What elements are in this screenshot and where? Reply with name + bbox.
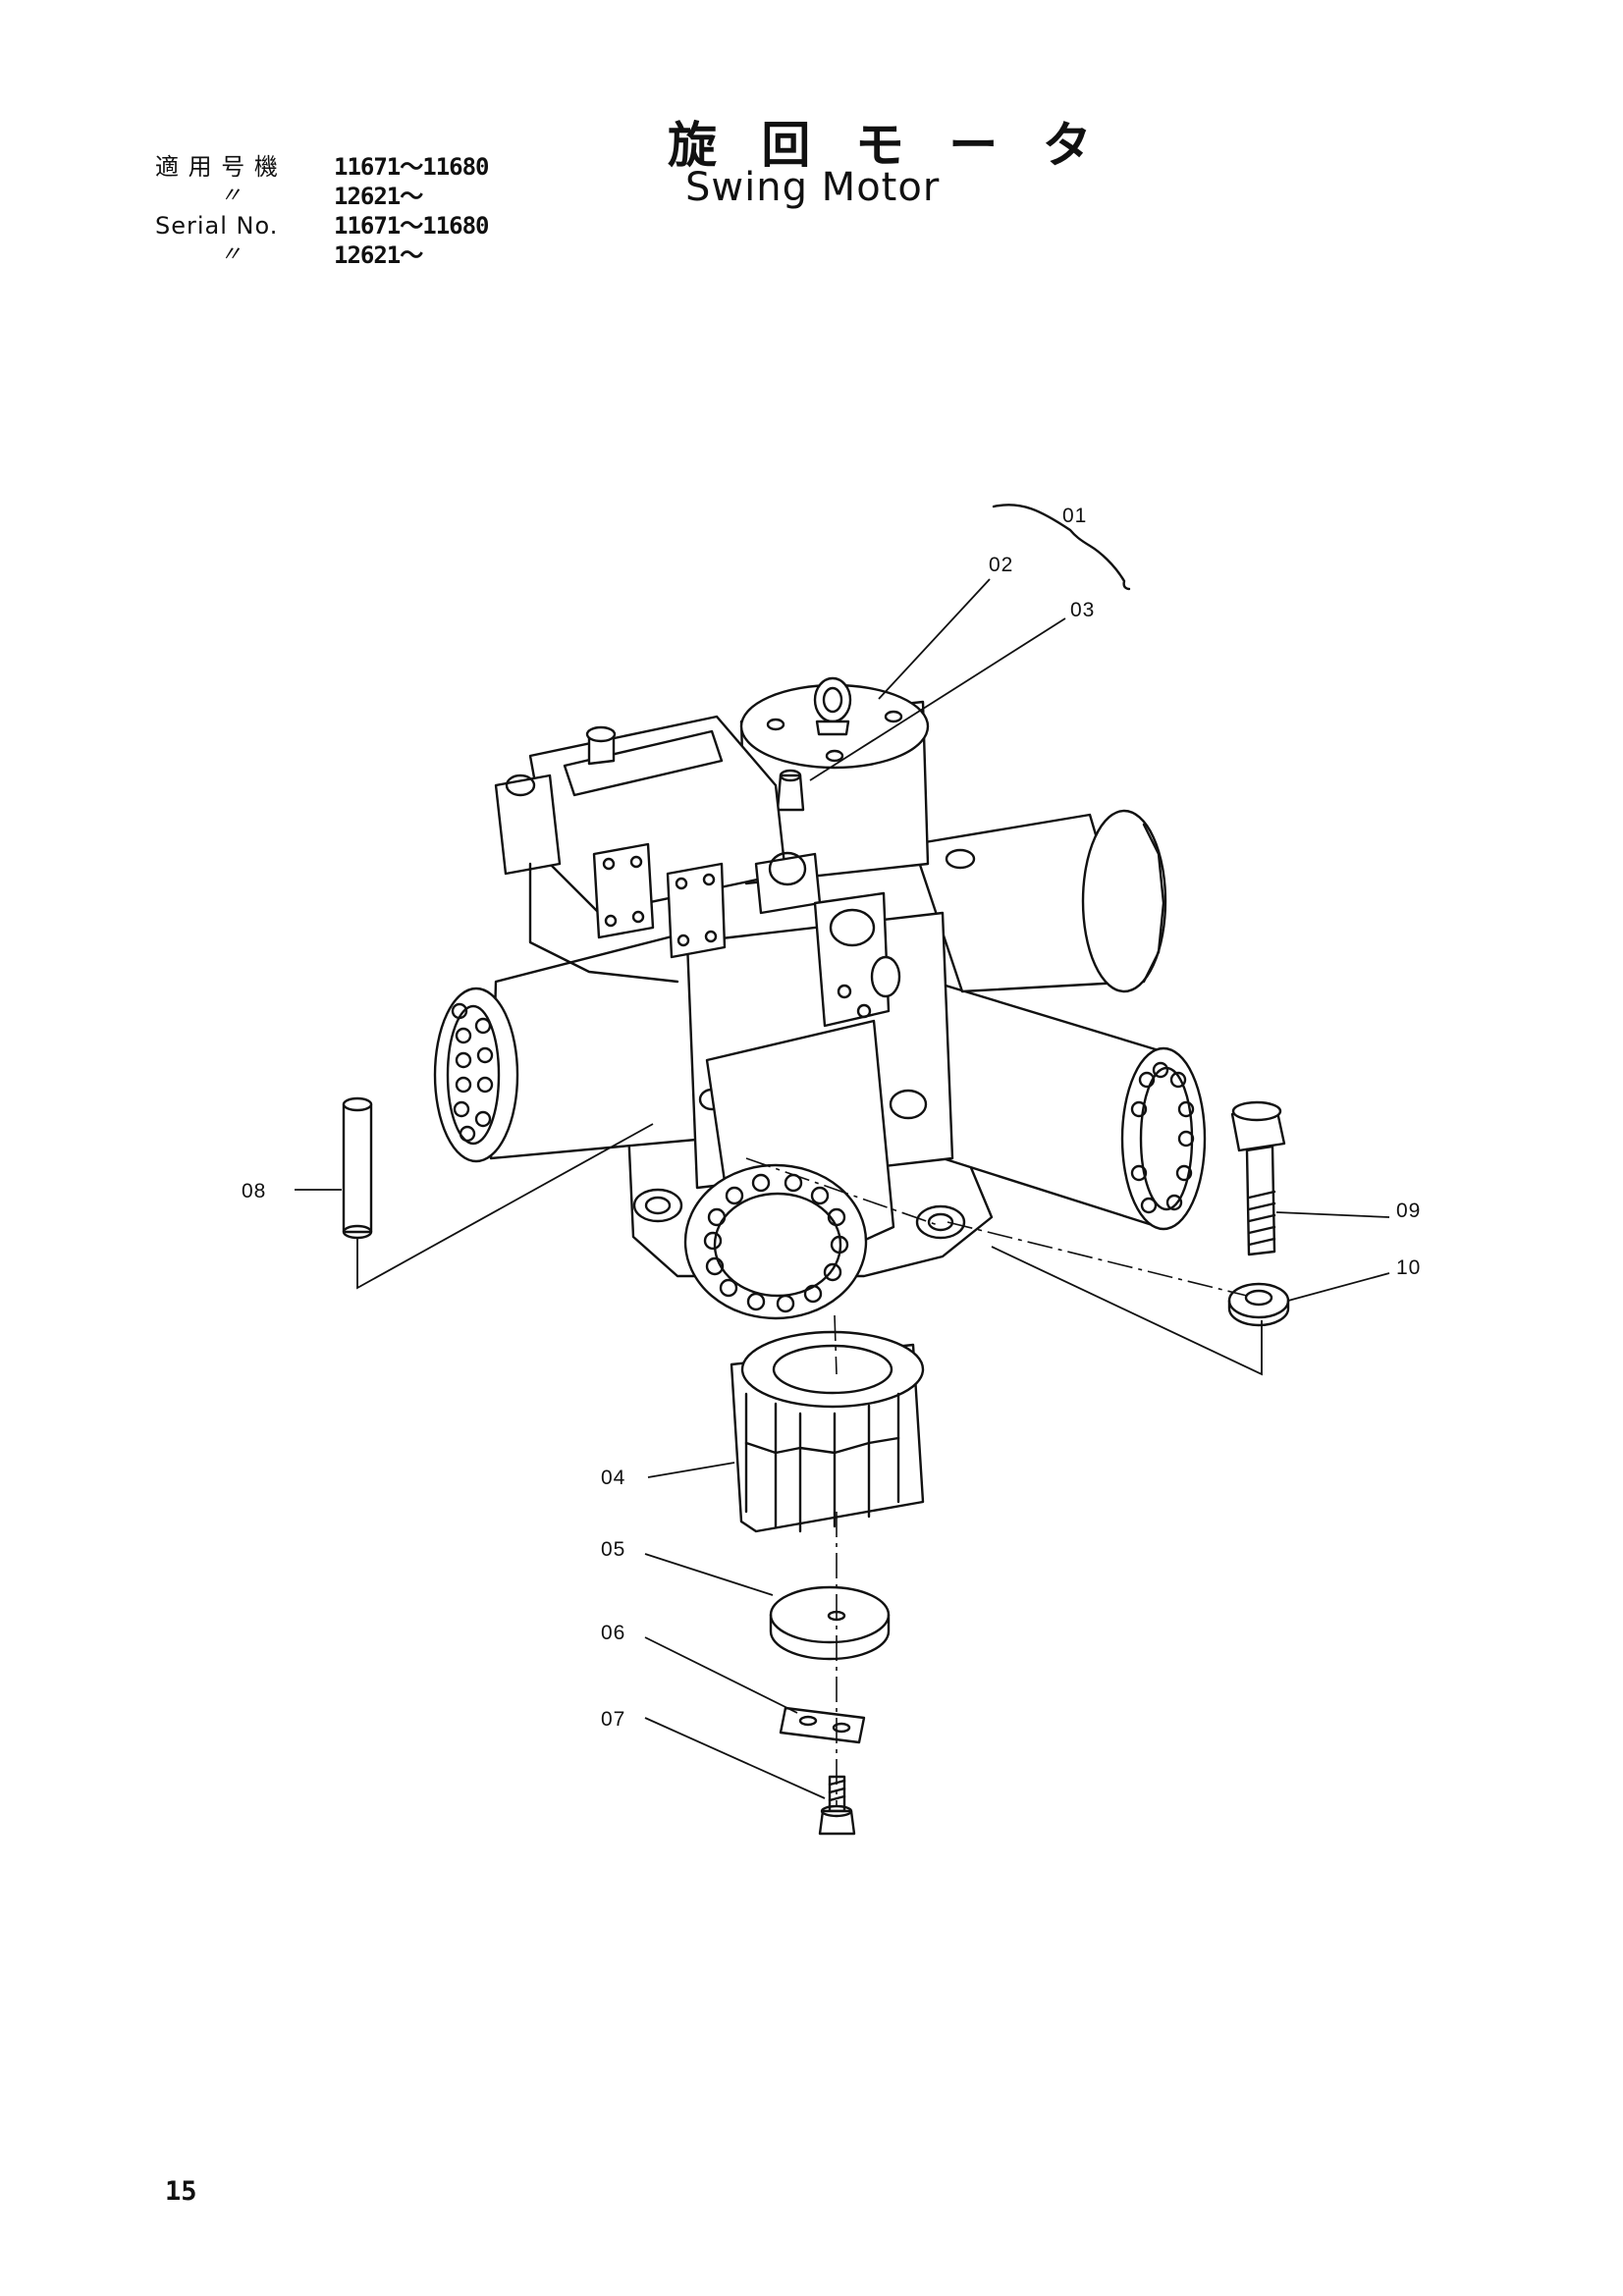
leader-lines xyxy=(295,578,1390,1799)
ditto-mark: 〃 xyxy=(220,242,243,267)
serial-range-value: 11671～11680 xyxy=(334,212,489,240)
callout-07: 07 xyxy=(601,1708,625,1731)
lock-plate xyxy=(779,1706,866,1744)
callout-08: 08 xyxy=(242,1180,266,1202)
pin xyxy=(342,1096,373,1240)
ditto-mark: 〃 xyxy=(220,184,243,208)
callout-04: 04 xyxy=(601,1467,625,1489)
pinion-gear xyxy=(730,1330,925,1533)
callout-05: 05 xyxy=(601,1538,625,1561)
callout-01: 01 xyxy=(1062,505,1087,527)
motor-housing-assembly xyxy=(433,676,1207,1320)
bolt-circle-front xyxy=(703,1173,849,1313)
callout-03: 03 xyxy=(1070,599,1095,621)
applicable-model-label: 適 用 号 機 xyxy=(155,153,279,181)
serial-range-value: 11671～11680 xyxy=(334,153,489,181)
page-title-japanese: 旋 回 モ ー タ xyxy=(668,117,1106,174)
callout-02: 02 xyxy=(989,554,1013,576)
washer xyxy=(1227,1282,1290,1327)
callout-06: 06 xyxy=(601,1622,625,1644)
small-bolt xyxy=(818,1775,856,1836)
serial-range-value: 12621～ xyxy=(334,241,423,269)
page-number: 15 xyxy=(165,2176,197,2207)
serial-range-value: 12621～ xyxy=(334,183,423,210)
page-title-english: Swing Motor xyxy=(685,165,941,210)
serial-no-label: Serial No. xyxy=(155,212,279,240)
assembly-bracket xyxy=(992,504,1131,591)
callout-09: 09 xyxy=(1396,1200,1421,1222)
thrust-plate xyxy=(769,1585,891,1661)
center-lines xyxy=(745,1157,1248,1806)
eye-bolt xyxy=(813,676,852,736)
bolt-circle-left xyxy=(451,1002,494,1143)
callout-labels: 01 02 03 04 05 06 07 08 09 10 xyxy=(242,505,1421,1731)
hex-bolt xyxy=(1230,1100,1286,1256)
callout-10: 10 xyxy=(1396,1256,1421,1279)
bolt-circle-right xyxy=(1130,1061,1195,1214)
